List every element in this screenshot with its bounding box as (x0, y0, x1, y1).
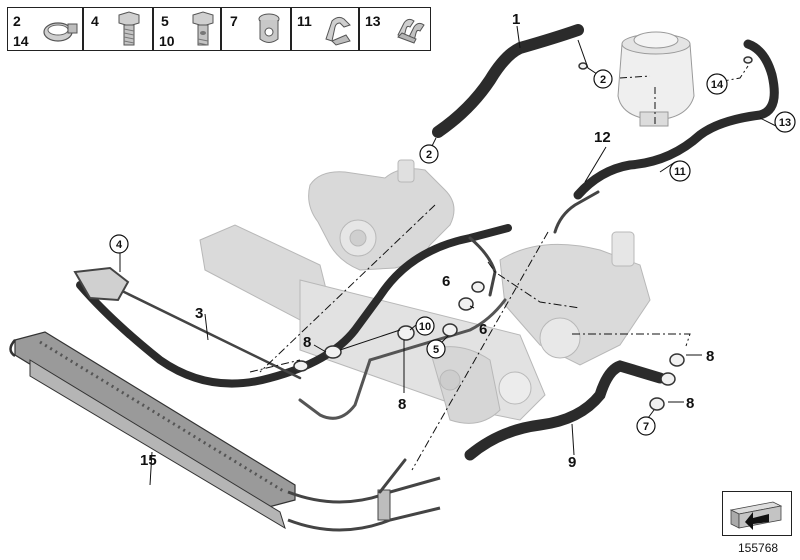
legend-cell-double-clip: 13 (359, 7, 431, 51)
callout-3: 3 (195, 305, 203, 322)
legend-cell-banjo-bolt: 5 10 (153, 7, 221, 51)
callout-12: 12 (594, 129, 611, 146)
fluid-reservoir (617, 31, 695, 127)
legend-label: 4 (91, 13, 99, 29)
svg-text:5: 5 (433, 344, 439, 356)
callout-8: 8 (686, 395, 694, 412)
callout-circle-13: 13 (774, 111, 796, 133)
callout-circle-2: 2 (419, 144, 439, 164)
callout-8: 8 (706, 348, 714, 365)
suction-hose-1 (432, 24, 584, 138)
return-hose-12 (573, 39, 779, 200)
svg-text:14: 14 (711, 79, 724, 91)
banjo-bolt-icon (192, 11, 214, 46)
bolt-icon (118, 11, 140, 46)
svg-text:13: 13 (779, 117, 791, 129)
callout-circle-2: 2 (593, 69, 613, 89)
hose-9 (464, 360, 666, 461)
svg-text:7: 7 (643, 421, 649, 433)
legend-label: 14 (13, 33, 29, 49)
double-clip-icon (397, 18, 425, 44)
circled-callouts: 2 2 4 5 7 10 11 13 (109, 69, 796, 436)
callout-circle-5: 5 (426, 339, 446, 359)
callout-circle-10: 10 (415, 316, 435, 336)
legend-cell-clamp: 2 14 (7, 7, 83, 51)
callout-6: 6 (442, 273, 450, 290)
holder-clip-icon (325, 16, 351, 46)
legend-cell-bolt: 4 (83, 7, 153, 51)
callout-6: 6 (479, 321, 487, 338)
direction-arrow-icon (729, 501, 783, 530)
callout-circle-4: 4 (109, 234, 129, 254)
svg-text:2: 2 (600, 74, 606, 86)
callout-circle-7: 7 (636, 416, 656, 436)
legend-label: 7 (230, 13, 238, 29)
hose-clamp-icon (43, 22, 78, 42)
legend-label: 5 (161, 13, 169, 29)
legend-label: 11 (297, 13, 312, 29)
legend-label: 2 (13, 13, 21, 29)
banjo-fitting-icon (258, 13, 280, 43)
legend-cell-banjo-fitting: 7 (221, 7, 291, 51)
orientation-box (722, 491, 792, 536)
diagram-reference-number: 155768 (738, 541, 779, 555)
legend-cell-holder-clip: 11 (291, 7, 359, 51)
callout-8: 8 (398, 396, 406, 413)
plain-callouts: 1 3 6 6 8 8 8 8 9 12 15 (140, 11, 714, 471)
svg-text:2: 2 (426, 149, 432, 161)
bracket-4 (73, 266, 130, 302)
legend-label: 10 (159, 33, 175, 49)
callout-8: 8 (303, 334, 311, 351)
callout-circle-14: 14 (706, 73, 728, 95)
svg-text:4: 4 (116, 239, 123, 251)
oil-cooler (9, 331, 441, 532)
callout-circle-11: 11 (669, 160, 691, 182)
upper-line (553, 190, 600, 234)
line-3 (118, 288, 302, 380)
pressure-hose (76, 224, 512, 388)
power-steering-pump-ghost (308, 159, 455, 271)
feed-line (298, 298, 507, 420)
legend-label: 13 (365, 13, 381, 29)
hoses (76, 24, 779, 494)
callout-1: 1 (512, 11, 520, 28)
callout-9: 9 (568, 454, 576, 471)
svg-text:10: 10 (419, 321, 431, 333)
callout-15: 15 (140, 452, 157, 469)
svg-text:11: 11 (674, 166, 686, 178)
